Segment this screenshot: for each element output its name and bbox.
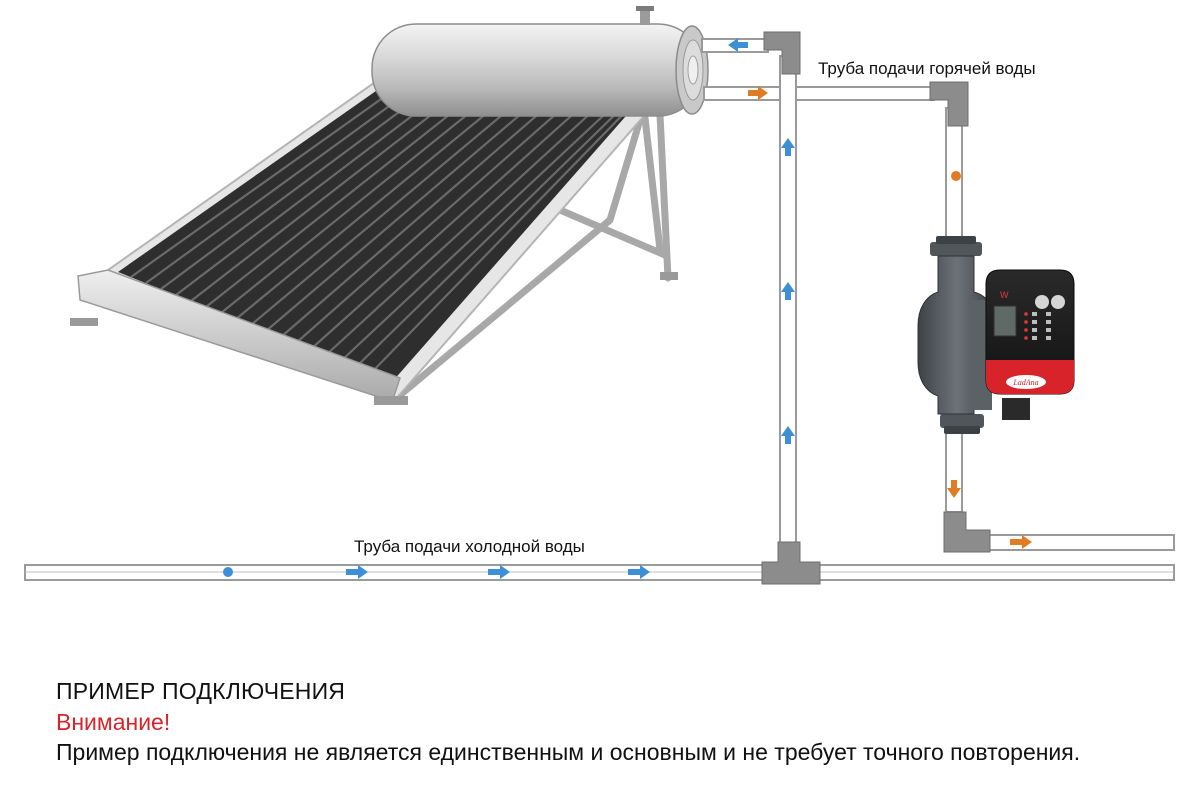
- hot-pipe-label: Труба подачи горячей воды: [818, 59, 1036, 78]
- elbow-hot: [929, 81, 969, 127]
- connection-diagram: W LadAna Труба подачи горячей воды Труба…: [24, 6, 1175, 585]
- tube-lines: [130, 86, 637, 374]
- elbow-outlet: [943, 511, 991, 553]
- elbow-top: [763, 31, 801, 75]
- solar-water-heater: [70, 6, 709, 405]
- pump-brand-logo: LadAna: [1012, 378, 1038, 387]
- caption-block: ПРИМЕР ПОДКЛЮЧЕНИЯ Внимание! Пример подк…: [56, 676, 1176, 767]
- cold-pipe-label: Труба подачи холодной воды: [354, 537, 585, 556]
- pipe-fittings: [761, 31, 991, 585]
- storage-tank: [371, 6, 709, 117]
- collector-stand: [396, 111, 672, 399]
- caption-warning: Внимание!: [56, 709, 171, 735]
- caption-text: Пример подключения не является единствен…: [56, 739, 1081, 765]
- tee-cold: [761, 541, 821, 585]
- caption-title: ПРИМЕР ПОДКЛЮЧЕНИЯ: [56, 678, 346, 704]
- circulation-pump: W LadAna: [917, 236, 1075, 434]
- pump-w-label: W: [1000, 290, 1009, 300]
- flow-arrows: [223, 38, 1032, 579]
